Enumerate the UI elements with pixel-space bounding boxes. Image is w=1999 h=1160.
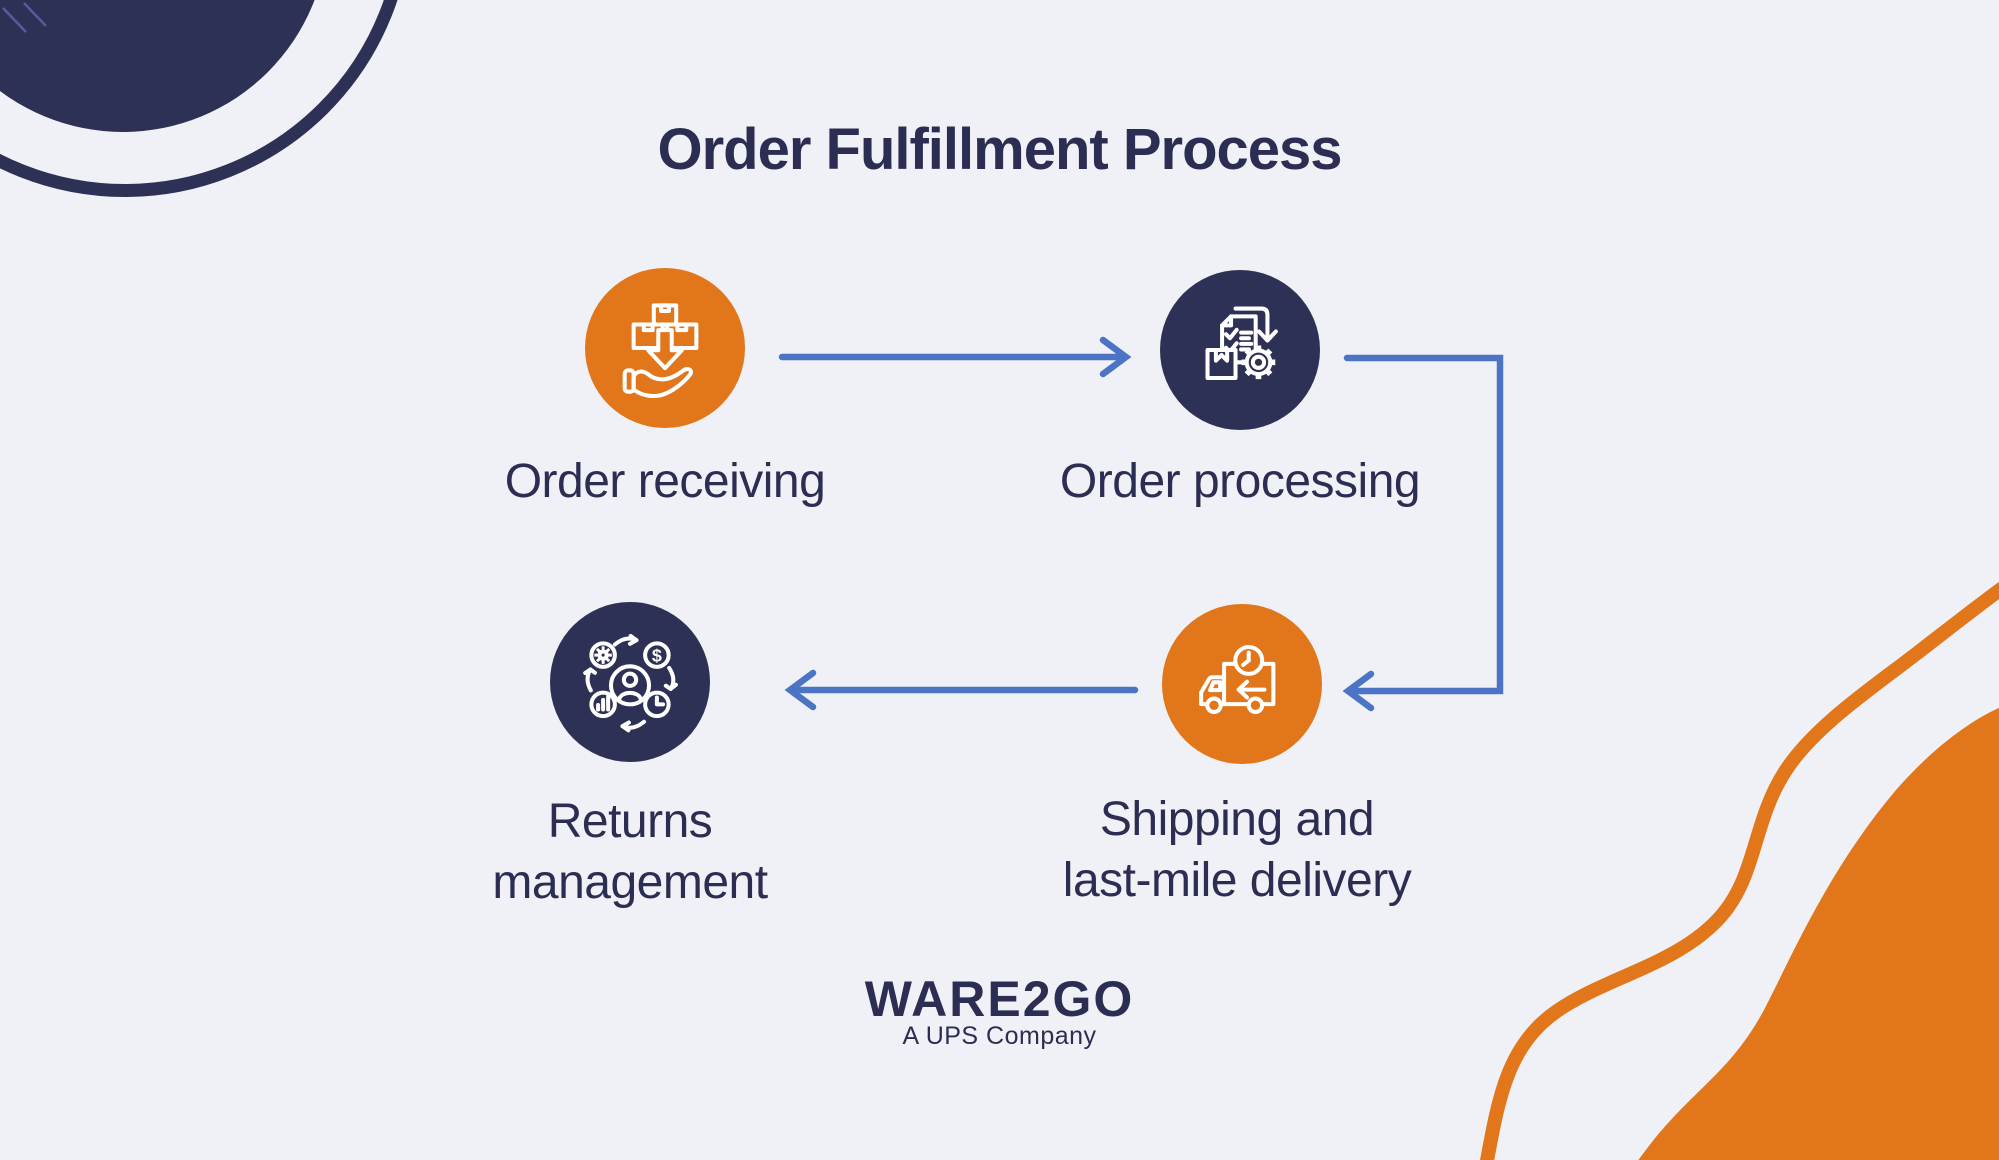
step-label-line: last-mile delivery: [1062, 853, 1412, 907]
page-title: Order Fulfillment Process: [657, 117, 1342, 182]
decor-blob-bottom-right: [1479, 582, 1999, 1160]
step-label-shipping: Shipping and last-mile delivery: [967, 790, 1507, 912]
step-label-line: Order processing: [1059, 455, 1421, 508]
step-label-line: Order receiving: [504, 455, 826, 508]
document-checklist-gear-icon: [1205, 306, 1278, 381]
delivery-truck-clock-icon: [1199, 645, 1276, 715]
boxes-into-hand-icon: [622, 303, 699, 399]
step-circle-order-processing: [1160, 270, 1320, 430]
svg-text:$: $: [652, 646, 662, 666]
step-label-line: Returns: [547, 795, 713, 848]
step-label-returns: Returns management: [380, 792, 880, 914]
arrow-step1-to-step2: [778, 336, 1132, 378]
step-circle-shipping: [1162, 604, 1322, 764]
returns-cycle-icon: $: [583, 633, 678, 733]
arrow-step3-to-step4: [784, 669, 1139, 711]
ware2go-logo: WARE2GO: [864, 971, 1135, 1027]
step-label-line: management: [492, 855, 768, 909]
step-label-order-processing: Order processing: [990, 452, 1490, 513]
step-circle-returns: $: [550, 602, 710, 762]
step-label-order-receiving: Order receiving: [415, 452, 915, 513]
decor-streak-lines: [2, 2, 47, 33]
logo-tagline: A UPS Company: [902, 1022, 1097, 1050]
step-label-line: Shipping and: [1099, 793, 1375, 846]
step-circle-order-receiving: [585, 268, 745, 428]
